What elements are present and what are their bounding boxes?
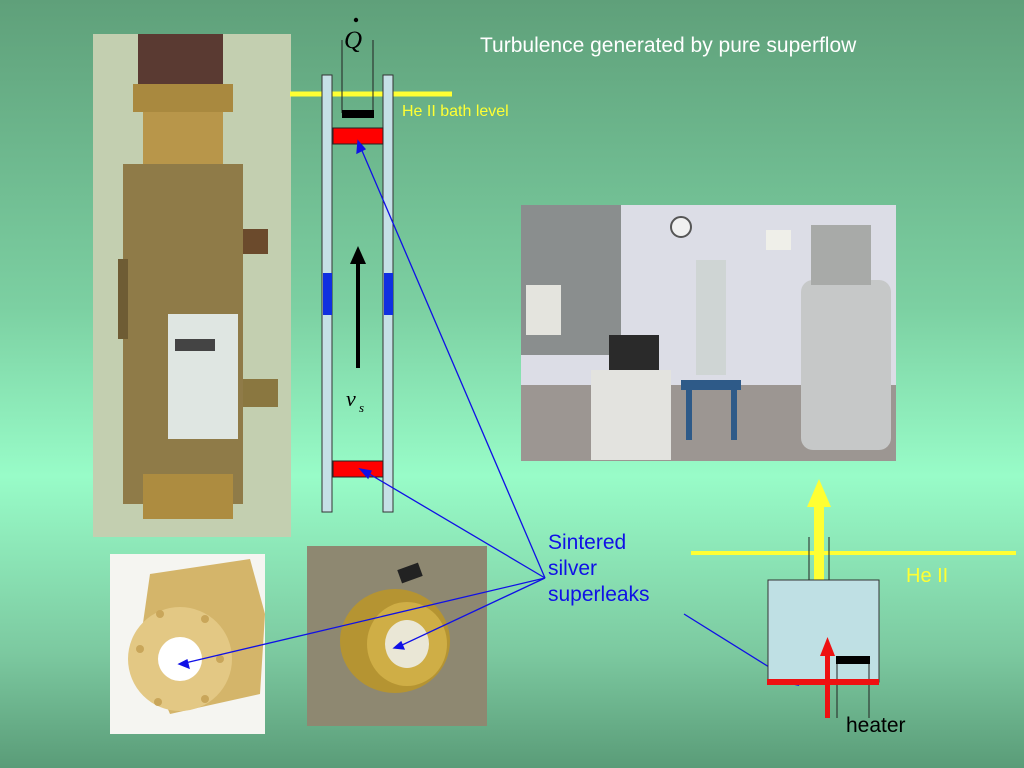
bath-level-label: He II bath level: [402, 103, 509, 120]
cryostat-cell-photo: [93, 34, 291, 537]
heater-label: heater: [846, 714, 906, 737]
yellow-arrow-head: [807, 479, 831, 507]
vessel: [767, 579, 880, 683]
flange-photo: [110, 554, 265, 734]
heat-flux-symbol: Q: [344, 27, 362, 54]
flow-arrow-head: [350, 246, 366, 264]
superleak-label-line-1: Sintered: [548, 531, 627, 554]
he-ii-label: He II: [906, 565, 949, 587]
superleak-label-line-2: silver: [548, 557, 598, 580]
electrode-left: [323, 273, 332, 315]
heat-flux-dot: [353, 17, 359, 23]
yellow-arrow-shaft: [814, 505, 824, 580]
pointer-arrows: [177, 139, 800, 686]
bottom-superleak: [767, 679, 879, 685]
superleak-plug-bottom: [332, 460, 384, 478]
bottom-heater: [836, 656, 870, 664]
slide-title: Turbulence generated by pure superflow: [480, 34, 857, 57]
heat-arrow-head: [820, 637, 835, 656]
lab-photo: [521, 205, 896, 461]
cylinder-photo: [307, 546, 487, 726]
electrode-right: [384, 273, 393, 315]
superleak-label: Sintered silver superleaks: [548, 530, 650, 608]
top-heater: [342, 110, 374, 118]
velocity-symbol: v: [346, 386, 356, 411]
heat-arrow-shaft: [825, 652, 830, 718]
superleak-label-line-3: superleaks: [548, 583, 650, 606]
velocity-subscript: s: [359, 400, 364, 415]
